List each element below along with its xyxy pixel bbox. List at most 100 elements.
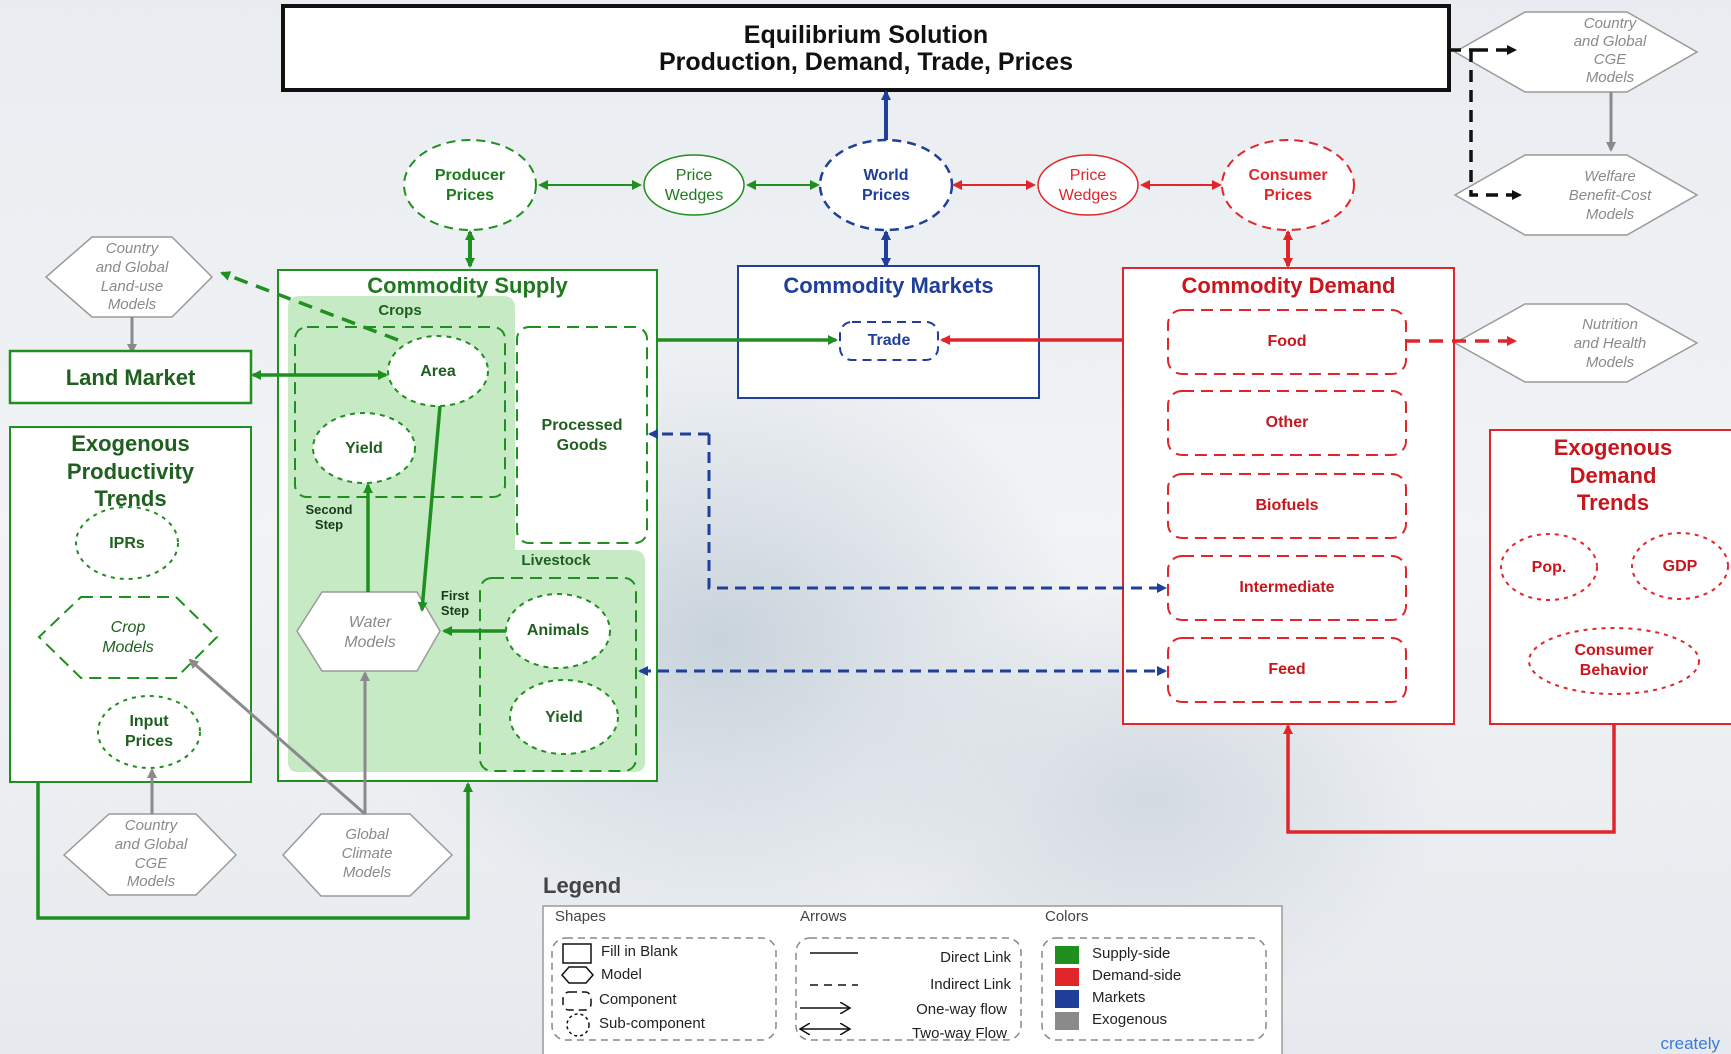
legend-color-label: Supply-side xyxy=(1092,945,1171,962)
cge-models-top-label: Country and Global CGE Models xyxy=(1573,15,1647,86)
consumer-behavior-circle xyxy=(1528,627,1700,695)
consumer-prices-label: Consumer Prices xyxy=(1248,167,1328,204)
legend-component-icon xyxy=(562,991,592,1011)
price-wedges-left-circle xyxy=(643,154,745,216)
demand-other-box xyxy=(1167,390,1407,456)
landuse-models-label: Country and Global Land-use Models xyxy=(95,240,169,314)
welfare-models-hex xyxy=(1453,154,1699,236)
pop-label: Pop. xyxy=(1531,559,1567,576)
demand-other-label: Other xyxy=(1265,414,1309,431)
cge-models-bottom-label: Country and Global CGE Models xyxy=(114,817,188,891)
price-wedges-left-label: Price Wedges xyxy=(664,167,724,204)
legend-color-swatch xyxy=(1055,990,1079,1008)
legend-shape-fill-blank: Fill in Blank xyxy=(601,943,678,960)
exo-demand-to-demand-link xyxy=(1283,724,1616,834)
legend-color-swatch xyxy=(1055,968,1079,986)
crop-yield-label: Yield xyxy=(345,440,383,457)
water-models-label: Water Models xyxy=(344,614,396,651)
crops-group xyxy=(294,326,506,498)
trade-label: Trade xyxy=(867,332,911,349)
equilibrium-box xyxy=(281,4,1451,92)
cge-models-bottom-hex xyxy=(62,813,238,896)
livestock-label: Livestock xyxy=(521,552,591,569)
demand-feed-box xyxy=(1167,637,1407,703)
land-market-label: Land Market xyxy=(65,365,196,390)
consumer-prices-circle xyxy=(1221,139,1355,231)
processed-to-intermediate-link xyxy=(707,434,1167,593)
demand-intermediate-box xyxy=(1167,555,1407,621)
legend-color-label: Markets xyxy=(1092,989,1146,1006)
consumer-behavior-label: Consumer Behavior xyxy=(1574,642,1654,679)
processed-goods-box xyxy=(516,326,648,544)
animals-label: Animals xyxy=(526,622,590,639)
first-step-label: First Step xyxy=(440,588,470,618)
water-models-hex xyxy=(296,591,441,672)
producer-prices-circle xyxy=(403,139,537,231)
processed-goods-label: Processed Goods xyxy=(541,417,623,454)
equilibrium-line1: Equilibrium Solution xyxy=(743,20,989,49)
demand-items-group xyxy=(1167,309,1407,703)
gdp-circle xyxy=(1631,532,1729,600)
cge-models-top-hex xyxy=(1453,11,1699,93)
legend-arrow-direct: Direct Link xyxy=(940,949,1011,966)
crop-models-hex xyxy=(37,596,219,679)
input-prices-label: Input Prices xyxy=(124,713,174,750)
area-label: Area xyxy=(420,363,456,380)
legend-color-label: Demand-side xyxy=(1092,967,1182,984)
area-to-landuse-link xyxy=(220,271,399,342)
crop-yield-circle xyxy=(312,412,416,484)
eq-to-welfare-link xyxy=(1469,50,1522,200)
pop-circle xyxy=(1500,533,1598,601)
legend-color-swatch xyxy=(1055,1012,1079,1030)
price-wedges-right-label: Price Wedges xyxy=(1058,167,1118,204)
legend-shape-subcomponent: Sub-component xyxy=(599,1015,705,1032)
iprs-label: IPRs xyxy=(109,535,145,552)
crop-models-label: Crop Models xyxy=(102,619,154,656)
legend-shapes-group xyxy=(551,937,777,1041)
demand-intermediate-label: Intermediate xyxy=(1239,579,1335,596)
input-prices-circle xyxy=(97,695,201,769)
livestock-yield-label: Yield xyxy=(545,709,583,726)
second-step-label: Second Step xyxy=(305,502,353,532)
landuse-models-hex xyxy=(44,236,214,318)
commodity-demand-title: Commodity Demand xyxy=(1181,273,1396,298)
livestock-group xyxy=(479,577,637,772)
producer-prices-label: Producer Prices xyxy=(434,167,506,204)
price-wedges-right-circle xyxy=(1037,154,1139,216)
climate-to-crop-models-link xyxy=(188,658,366,816)
climate-models-label: Global Climate Models xyxy=(341,826,393,881)
legend-subcomponent-icon xyxy=(566,1013,590,1037)
legend-arrow-oneway: One-way flow xyxy=(916,1001,1007,1018)
demand-biofuels-label: Biofuels xyxy=(1255,497,1319,514)
nutrition-models-label: Nutrition and Health Models xyxy=(1573,316,1647,371)
legend-arrows-header: Arrows xyxy=(800,908,847,925)
legend-colors-header: Colors xyxy=(1045,908,1089,925)
iprs-circle xyxy=(75,506,179,580)
commodity-supply-title: Commodity Supply xyxy=(367,273,568,298)
climate-models-hex xyxy=(281,813,454,897)
legend-arrows-group xyxy=(795,937,1022,1041)
equilibrium-line2: Production, Demand, Trade, Prices xyxy=(658,48,1073,76)
legend-shape-model: Model xyxy=(601,966,642,983)
equilibrium-title: Equilibrium Solution Production, Demand,… xyxy=(283,16,1449,82)
land-market-box xyxy=(8,349,253,405)
livestock-yield-circle xyxy=(509,679,619,755)
demand-feed-label: Feed xyxy=(1268,661,1306,678)
exo-demand-title: Exogenous Demand Trends xyxy=(1553,435,1673,515)
legend-shape-component: Component xyxy=(599,991,677,1008)
world-prices-label: World Prices xyxy=(861,167,911,204)
legend-shapes-header: Shapes xyxy=(555,908,606,925)
legend-color-swatch xyxy=(1055,946,1079,964)
demand-biofuels-box xyxy=(1167,473,1407,539)
legend-arrow-indirect: Indirect Link xyxy=(930,976,1011,993)
exo-productivity-title: Exogenous Productivity Trends xyxy=(66,431,195,511)
welfare-models-label: Welfare Benefit-Cost Models xyxy=(1568,168,1652,223)
legend-arrow-twoway: Two-way Flow xyxy=(911,1025,1007,1042)
commodity-markets-title: Commodity Markets xyxy=(783,273,994,298)
area-to-water-link xyxy=(417,405,442,612)
legend-fill-blank-icon xyxy=(562,943,592,964)
crops-label: Crops xyxy=(378,302,422,319)
creately-watermark: creately xyxy=(1660,1034,1720,1053)
legend-colors-group xyxy=(1041,937,1267,1041)
